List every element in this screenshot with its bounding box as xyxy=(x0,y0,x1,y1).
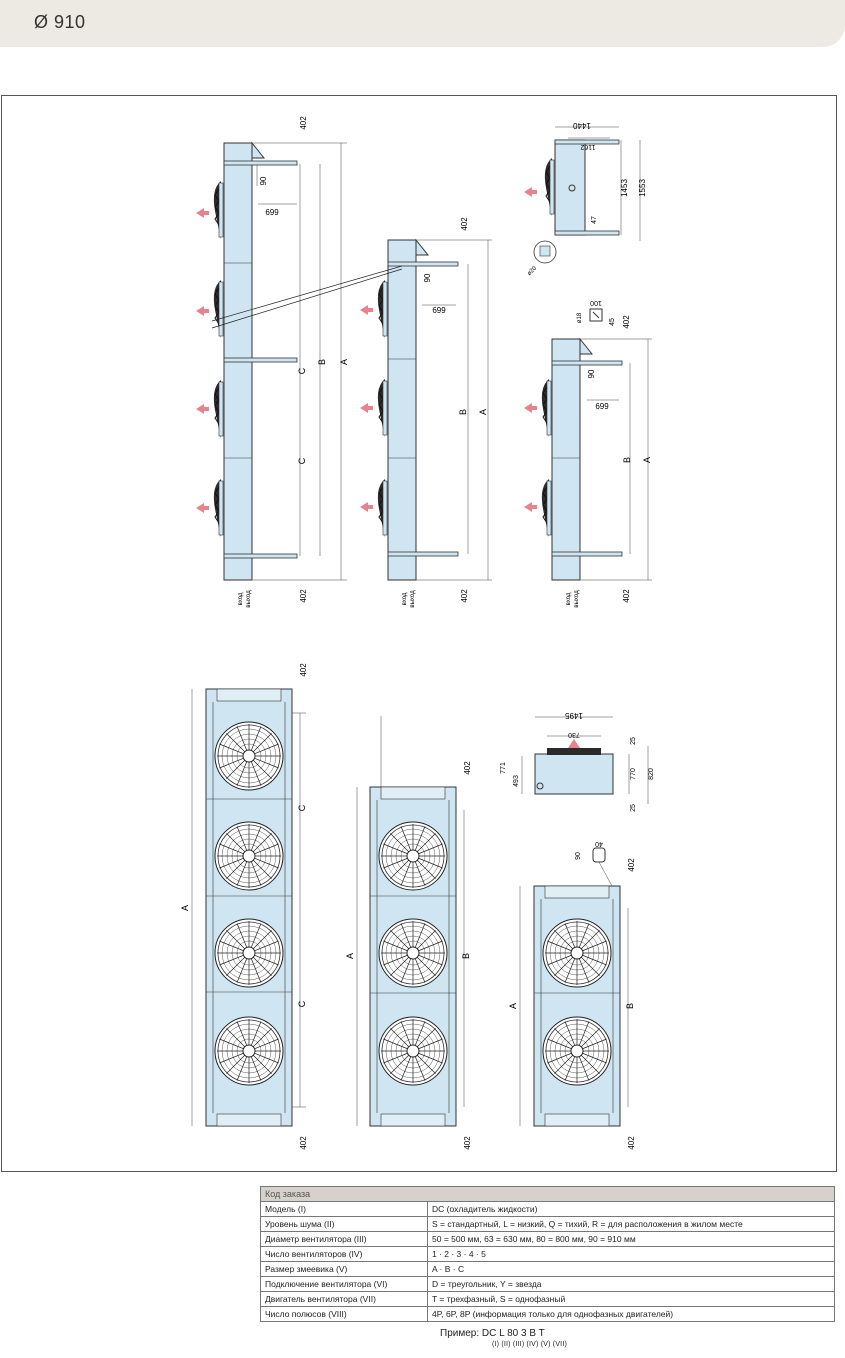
dim-699: 699 xyxy=(595,402,609,411)
dim-402: 402 xyxy=(627,1136,636,1150)
dim-402: 402 xyxy=(460,217,469,231)
dim-402: 402 xyxy=(463,1136,472,1150)
dim-402: 402 xyxy=(627,858,636,872)
pipe-label-in: вход xyxy=(566,592,572,605)
side-view-2-fans: 402 402 90 699 A B 100 45 ø18 вход выход xyxy=(524,299,652,608)
dim-d18: ø18 xyxy=(577,312,583,323)
table-row: Диаметр вентилятора (III)50 = 500 мм, 63… xyxy=(260,1231,835,1247)
row-value: S = стандартный, L = низкий, Q = тихий, … xyxy=(427,1216,835,1232)
row-label: Диаметр вентилятора (III) xyxy=(260,1231,428,1247)
order-example: Пример: DC L 80 3 B T xyxy=(440,1328,545,1339)
table-row: Модель (I)DC (охладитель жидкости) xyxy=(260,1201,835,1217)
row-label: Число полюсов (VIII) xyxy=(260,1306,428,1322)
dim-100: 100 xyxy=(590,299,602,306)
dim-A: A xyxy=(180,905,190,911)
dim-1453: 1453 xyxy=(620,179,629,197)
dim-B: B xyxy=(317,359,327,365)
dim-402: 402 xyxy=(622,315,631,329)
dim-699: 699 xyxy=(432,306,446,315)
top-view-4-fans: 402 402 A C C xyxy=(180,663,308,1150)
dim-25: 25 xyxy=(630,737,637,745)
dim-90: 90 xyxy=(259,176,268,185)
dim-C: C xyxy=(297,367,307,374)
pipe-label-in: вход xyxy=(402,592,408,605)
dim-40: 40 xyxy=(595,840,603,847)
table-row: Подключение вентилятора (VI)D = треуголь… xyxy=(260,1276,835,1292)
front-view: 1495 730 771 493 770 820 25 25 xyxy=(500,711,655,812)
table-row: Число вентиляторов (IV)1 · 2 · 3 · 4 · 5 xyxy=(260,1246,835,1262)
side-view-3-fans: 402 402 90 699 A B вход выход xyxy=(211,217,492,608)
table-header: Код заказа xyxy=(260,1186,835,1202)
row-value: DC (охладитель жидкости) xyxy=(427,1201,835,1217)
row-label: Модель (I) xyxy=(260,1201,428,1217)
dim-B: B xyxy=(461,953,471,959)
row-value: 50 = 500 мм, 63 = 630 мм, 80 = 800 мм, 9… xyxy=(427,1231,835,1247)
row-value: 4P, 6P, 8P (информация только для однофа… xyxy=(427,1306,835,1322)
dim-B: B xyxy=(625,1003,635,1009)
row-value: D = треугольник, Y = звезда xyxy=(427,1276,835,1292)
dim-C: C xyxy=(297,1000,307,1007)
dim-d20: ø20 xyxy=(527,265,539,277)
pipe-label-in: вход xyxy=(238,592,244,605)
row-label: Двигатель вентилятора (VII) xyxy=(260,1291,428,1307)
dim-402: 402 xyxy=(299,1136,308,1150)
pipe-label-out: выход xyxy=(410,590,416,608)
dim-402: 402 xyxy=(299,589,308,603)
row-value: 1 · 2 · 3 · 4 · 5 xyxy=(427,1246,835,1262)
drawing-svg: 402 402 90 699 A B C C вход выход xyxy=(180,116,655,1150)
dim-25: 25 xyxy=(630,804,637,812)
dim-771: 771 xyxy=(500,762,507,774)
table-title: Код заказа xyxy=(260,1186,835,1202)
dim-402: 402 xyxy=(299,663,308,677)
dim-1553: 1553 xyxy=(638,179,647,197)
page-title: Ø 910 xyxy=(34,12,86,32)
dim-C: C xyxy=(297,804,307,811)
dim-90: 90 xyxy=(587,369,596,378)
dim-A: A xyxy=(345,953,355,959)
row-label: Уровень шума (II) xyxy=(260,1216,428,1232)
dim-1495: 1495 xyxy=(565,711,583,720)
row-label: Число вентиляторов (IV) xyxy=(260,1246,428,1262)
technical-drawing: 402 402 90 699 A B C C вход выход xyxy=(1,95,837,1172)
dim-402: 402 xyxy=(622,589,631,603)
table-row: Уровень шума (II)S = стандартный, L = ни… xyxy=(260,1216,835,1232)
dim-699: 699 xyxy=(265,208,279,217)
dim-A: A xyxy=(508,1003,518,1009)
row-value: A · B · C xyxy=(427,1261,835,1277)
dim-730: 730 xyxy=(568,731,580,738)
row-label: Размер змеевика (V) xyxy=(260,1261,428,1277)
dim-770: 770 xyxy=(630,768,637,780)
order-code-table: Код заказа Модель (I)DC (охладитель жидк… xyxy=(260,1186,835,1322)
dim-A: A xyxy=(642,457,652,463)
dim-B: B xyxy=(622,457,632,463)
dim-A: A xyxy=(478,409,488,415)
header-bar: Ø 910 xyxy=(0,0,845,47)
top-view-3-fans: 402 402 A B xyxy=(345,716,472,1150)
dim-C: C xyxy=(297,457,307,464)
dim-820: 820 xyxy=(648,768,655,780)
dim-493: 493 xyxy=(513,775,520,787)
end-view-small: 1440 1162 1453 1553 47 ø20 xyxy=(524,121,647,277)
dim-402: 402 xyxy=(463,761,472,775)
table-row: Число полюсов (VIII)4P, 6P, 8P (информац… xyxy=(260,1306,835,1322)
row-label: Подключение вентилятора (VI) xyxy=(260,1276,428,1292)
dim-1162: 1162 xyxy=(580,143,595,150)
top-view-2-fans: 402 402 A B 90 40 xyxy=(508,840,636,1150)
side-view-4-fans: 402 402 90 699 A B C C вход выход xyxy=(196,116,349,608)
table-row: Двигатель вентилятора (VII)T = трехфазны… xyxy=(260,1291,835,1307)
dim-1440: 1440 xyxy=(573,121,591,130)
pipe-label-out: выход xyxy=(246,590,252,608)
pipe-label-out: выход xyxy=(574,590,580,608)
dim-45: 45 xyxy=(609,318,616,326)
dim-90: 90 xyxy=(423,273,432,282)
row-value: T = трехфазный, S = однофазный xyxy=(427,1291,835,1307)
table-row: Размер змеевика (V)A · B · C xyxy=(260,1261,835,1277)
dim-402: 402 xyxy=(299,116,308,130)
dim-47: 47 xyxy=(591,216,598,224)
dim-90: 90 xyxy=(575,852,582,860)
dim-402: 402 xyxy=(460,589,469,603)
dim-A: A xyxy=(339,359,349,365)
order-example-sub: (I) (II) (III) (IV) (V) (VII) xyxy=(492,1341,568,1348)
dim-B: B xyxy=(458,409,468,415)
